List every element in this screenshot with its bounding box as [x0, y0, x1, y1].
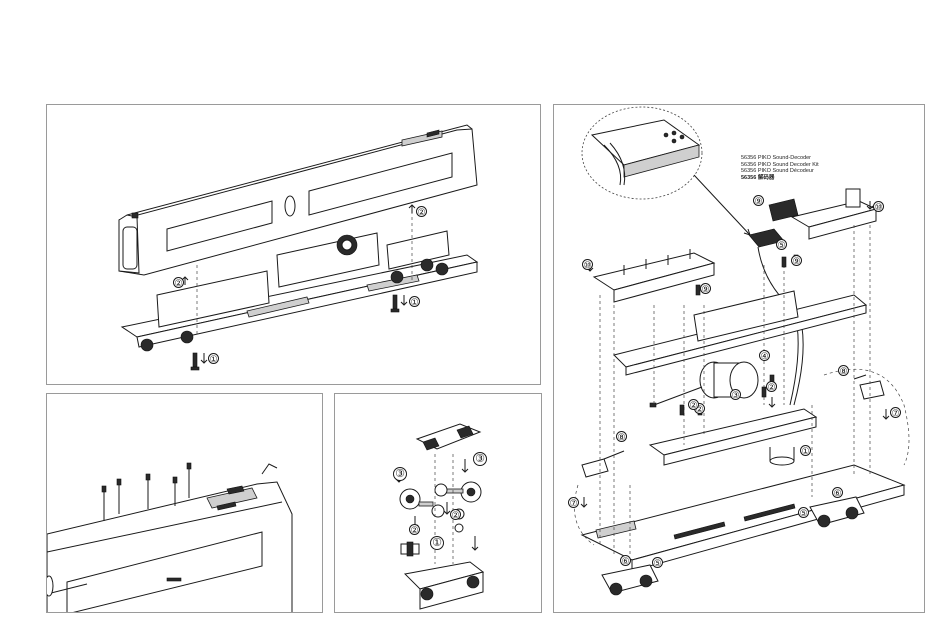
step-5-rear: ⑤ [798, 507, 809, 518]
step-3-right: ③ [473, 452, 487, 466]
step-2-left: ② [173, 277, 184, 288]
step-3-left: ③ [393, 467, 407, 481]
step-7-right: ⑦ [890, 407, 901, 418]
decoder-socket-magnifier [582, 107, 702, 199]
step-8-right: ⑧ [838, 365, 849, 376]
step-3: ③ [730, 389, 741, 400]
step-2-right: ② [766, 381, 777, 392]
wheelset-right [435, 482, 481, 502]
decoder-line-fr: 56356 PIKO Sound Décodeur [741, 168, 819, 175]
decoder-line-de: 56356 PIKO Sound-Decoder [741, 155, 819, 162]
step-9-left: ⑨ [700, 283, 711, 294]
step-5-front: ⑤ [652, 557, 663, 568]
decoder-label: 56356 PIKO Sound-Decoder 56356 PIKO Soun… [741, 155, 819, 181]
coupler-front [582, 451, 624, 477]
step-9-top: ⑨ [753, 195, 764, 206]
coupler-rear [854, 375, 884, 399]
step-2-low: ② [688, 399, 699, 410]
step-10-left: ⑩ [582, 259, 593, 270]
bogie-frame [405, 562, 483, 609]
bogie-cover [417, 424, 480, 450]
bogie-drawing [335, 394, 542, 613]
bogie-panel: ③ ③ ② ② ① [334, 393, 542, 613]
chassis-exploded-drawing [554, 105, 925, 613]
step-1-left: ① [208, 353, 219, 364]
step-1: ① [800, 445, 811, 456]
coach-roof-section [47, 464, 292, 613]
roof-detail-drawing [47, 394, 323, 613]
lower-tray [650, 409, 816, 465]
screw-left [191, 353, 199, 370]
step-2-right: ② [450, 509, 461, 520]
step-4: ④ [759, 350, 770, 361]
bogie-front [602, 565, 658, 595]
step-10-right: ⑩ [873, 201, 884, 212]
body-removal-panel: ② ② ① ① [46, 104, 541, 385]
step-6-front: ⑥ [620, 555, 631, 566]
chassis-exploded-panel: 56356 PIKO Sound-Decoder 56356 PIKO Soun… [553, 104, 925, 613]
step-8-left: ⑧ [616, 431, 627, 442]
body-removal-drawing [47, 105, 541, 385]
light-board-right [792, 189, 876, 239]
step-9-mid: ⑨ [791, 255, 802, 266]
step-1-right: ① [409, 296, 420, 307]
decoder-line-cn: 56356 解码器 [741, 175, 819, 182]
step-5-top: ⑤ [776, 239, 787, 250]
step-2-left: ② [409, 524, 420, 535]
step-6-rear: ⑥ [832, 487, 843, 498]
step-2-right: ② [416, 206, 427, 217]
step-7-left: ⑦ [568, 497, 579, 508]
screw-right [391, 295, 399, 312]
roof-detail-panel [46, 393, 323, 613]
step-1: ① [430, 536, 444, 550]
